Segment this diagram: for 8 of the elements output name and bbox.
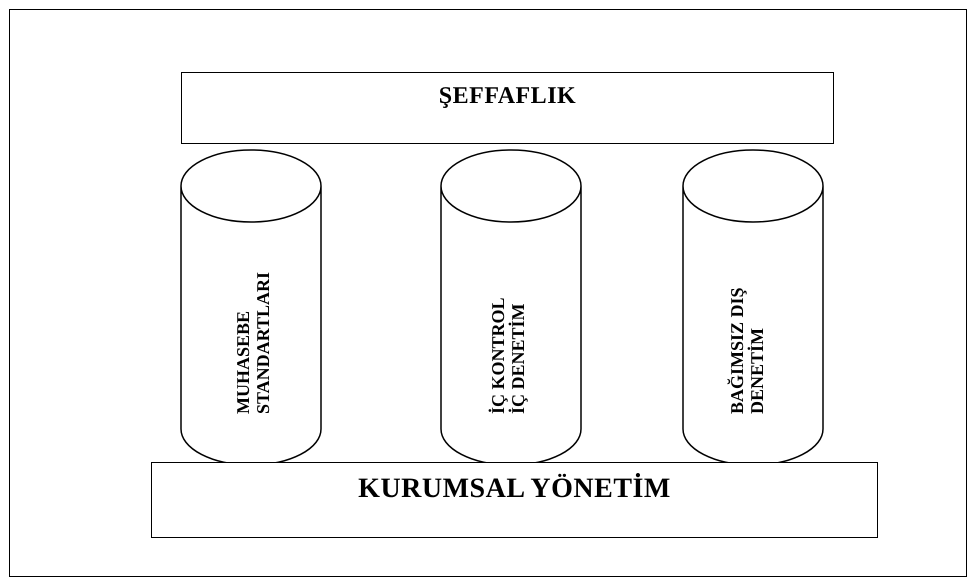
banner-box [181, 72, 834, 144]
pillar-label: MUHASEBE STANDARTLARI [234, 270, 274, 414]
banner-title: ŞEFFAFLIK [438, 83, 576, 110]
pillar-label: BAĞIMSIZ DIŞ DENETİM [728, 286, 768, 414]
banner-title: KURUMSAL YÖNETİM [358, 473, 671, 505]
banner-box [151, 462, 878, 538]
pillar-label: İÇ DENETİM [508, 302, 529, 414]
pillar-label: İÇ KONTROL [489, 296, 508, 414]
